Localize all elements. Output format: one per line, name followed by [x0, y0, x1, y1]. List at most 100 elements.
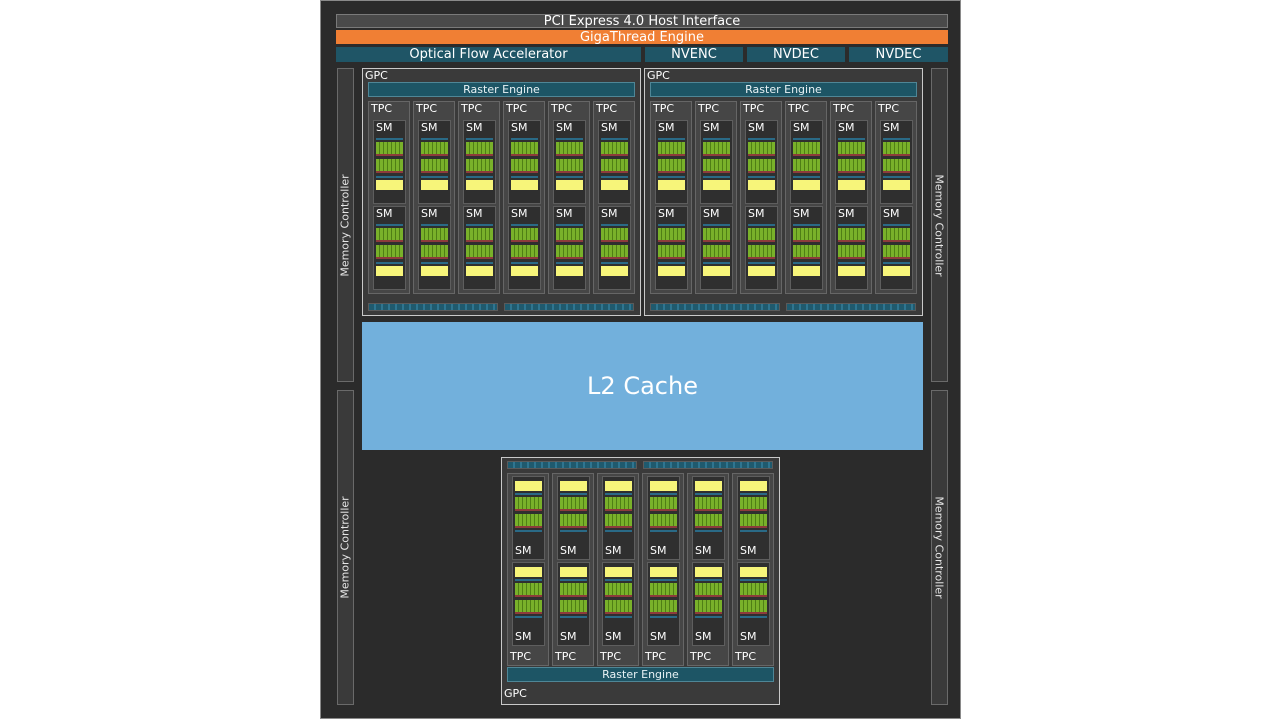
gpc-label: GPC: [365, 69, 388, 82]
register-file: [658, 224, 685, 226]
rt-core: [883, 266, 910, 276]
cuda-cores: [605, 497, 632, 509]
raster-engine: Raster Engine: [507, 667, 774, 682]
register-file: [793, 224, 820, 226]
cuda-cores: [556, 245, 583, 257]
load-store-unit: [605, 579, 632, 581]
sm-label: SM: [748, 207, 765, 220]
rt-core: [793, 266, 820, 276]
cuda-cores: [515, 600, 542, 612]
cuda-cores: [703, 228, 730, 240]
cuda-cores: [650, 600, 677, 612]
cuda-cores: [650, 583, 677, 595]
cuda-cores: [703, 245, 730, 257]
cuda-cores: [376, 245, 403, 257]
load-store-unit: [560, 493, 587, 495]
tensor-core: [695, 509, 722, 511]
sm-label: SM: [650, 544, 667, 557]
sm-label: SM: [556, 207, 573, 220]
cuda-cores: [601, 228, 628, 240]
tpc-label: TPC: [416, 102, 438, 115]
cuda-cores: [650, 514, 677, 526]
tensor-core: [556, 154, 583, 156]
rt-core: [511, 266, 538, 276]
cuda-cores: [703, 159, 730, 171]
tensor-core: [883, 171, 910, 173]
tpc-label: TPC: [690, 650, 712, 663]
register-file: [511, 224, 538, 226]
rt-core: [466, 266, 493, 276]
gpc-label: GPC: [504, 687, 527, 700]
load-store-unit: [376, 176, 403, 178]
rt-core: [658, 180, 685, 190]
sm-label: SM: [511, 207, 528, 220]
load-store-unit: [376, 262, 403, 264]
optical-flow-label: Optical Flow Accelerator: [409, 47, 568, 62]
sm-label: SM: [650, 630, 667, 643]
load-store-unit: [511, 262, 538, 264]
load-store-unit: [703, 262, 730, 264]
cuda-cores: [511, 159, 538, 171]
cuda-cores: [421, 245, 448, 257]
tensor-core: [658, 240, 685, 242]
cuda-cores: [376, 142, 403, 154]
tensor-core: [466, 257, 493, 259]
sm-label: SM: [560, 544, 577, 557]
polymorph-engine-strip: [368, 303, 498, 311]
register-file: [605, 616, 632, 618]
tensor-core: [703, 154, 730, 156]
cuda-cores: [883, 159, 910, 171]
load-store-unit: [695, 579, 722, 581]
rt-core: [793, 180, 820, 190]
register-file: [605, 530, 632, 532]
tpc-label: TPC: [735, 650, 757, 663]
cuda-cores: [511, 228, 538, 240]
l2-cache-label: L2 Cache: [587, 372, 698, 400]
tensor-core: [695, 526, 722, 528]
cuda-cores: [650, 497, 677, 509]
sm-label: SM: [658, 121, 675, 134]
tensor-core: [511, 240, 538, 242]
tensor-core: [650, 526, 677, 528]
tensor-core: [466, 154, 493, 156]
register-file: [740, 616, 767, 618]
tensor-core: [748, 154, 775, 156]
sm-label: SM: [421, 207, 438, 220]
register-file: [650, 530, 677, 532]
sm-label: SM: [838, 121, 855, 134]
register-file: [556, 224, 583, 226]
rt-core: [748, 266, 775, 276]
raster-engine: Raster Engine: [650, 82, 917, 97]
cuda-cores: [695, 600, 722, 612]
tpc-label: TPC: [698, 102, 720, 115]
cuda-cores: [740, 514, 767, 526]
tpc-label: TPC: [461, 102, 483, 115]
tensor-core: [703, 257, 730, 259]
tensor-core: [740, 612, 767, 614]
rt-core: [605, 481, 632, 491]
load-store-unit: [793, 262, 820, 264]
cuda-cores: [466, 159, 493, 171]
memory-controller-label: Memory Controller: [933, 496, 946, 599]
tpc-label: TPC: [645, 650, 667, 663]
load-store-unit: [421, 176, 448, 178]
l2-cache: L2 Cache: [362, 322, 923, 450]
cuda-cores: [658, 245, 685, 257]
register-file: [740, 530, 767, 532]
sm-label: SM: [556, 121, 573, 134]
tpc-label: TPC: [878, 102, 900, 115]
cuda-cores: [838, 245, 865, 257]
load-store-unit: [740, 579, 767, 581]
load-store-unit: [748, 176, 775, 178]
tensor-core: [703, 171, 730, 173]
register-file: [838, 138, 865, 140]
rt-core: [703, 266, 730, 276]
pci-express-host-interface: PCI Express 4.0 Host Interface: [336, 14, 948, 29]
tensor-core: [421, 171, 448, 173]
nvdec-label: NVDEC: [773, 47, 819, 62]
cuda-cores: [560, 600, 587, 612]
tpc-label: TPC: [600, 650, 622, 663]
register-file: [748, 224, 775, 226]
rt-core: [883, 180, 910, 190]
load-store-unit: [740, 493, 767, 495]
